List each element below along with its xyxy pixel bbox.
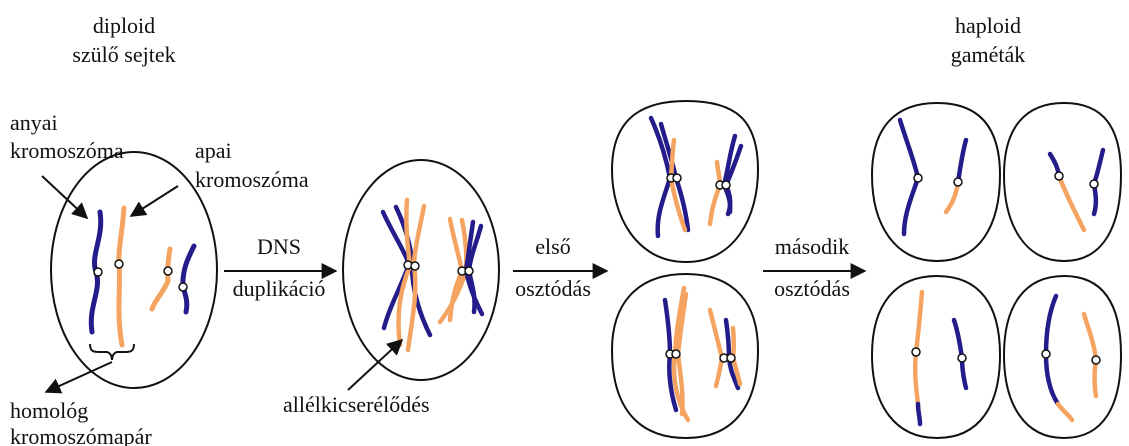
cell-membrane [343,160,499,380]
paternal-chromosome [1058,404,1072,420]
cell-membrane [51,152,217,388]
centromere [115,260,123,268]
apai-label-line2: kromoszóma [195,167,309,192]
centromere [727,354,735,362]
maternal-chromosome [918,404,920,424]
apai-pointer-arrow [131,186,178,216]
centromere [912,348,920,356]
centromere [179,283,187,291]
centromere [672,350,680,358]
maternal-chromosome-small [183,246,194,312]
gamete-top-left [872,103,1000,261]
centromere [914,174,922,182]
anyai-pointer-arrow [42,176,87,218]
first-division-cell-top [612,101,758,262]
centromere [1042,350,1050,358]
anyai-label-line1: anyai [10,110,58,135]
haploid-title-line2: gaméták [951,42,1026,67]
gamete-bottom-right [1004,276,1121,438]
paternal-chromosome-small [946,182,958,212]
centromere [94,268,102,276]
apai-label-line1: apai [195,138,232,163]
centromere [673,174,681,182]
diploid-title-line2: szülő sejtek [72,42,175,67]
centromere [164,267,172,275]
masodik-label-line2: osztódás [774,276,850,301]
paternal-chromosome [119,208,124,345]
centromere [954,178,962,186]
paternal-chromatid-small [710,162,720,224]
homolog-pointer-arrow [46,362,112,392]
centromere [1092,356,1100,364]
centromere [411,262,419,270]
dns-label-line1: DNS [257,234,301,259]
homolog-label-line2: kromoszómapár [10,424,152,446]
diploid-cell [51,152,217,388]
paternal-chromosome-small [152,249,170,309]
centromere [465,267,473,275]
paternal-chromosome [1059,176,1084,230]
gamete-top-right [1004,103,1121,261]
gamete-bottom-left [872,276,1000,438]
elso-label-line2: osztódás [515,276,591,301]
masodik-label-line1: második [775,234,850,259]
allel-label: allélkicserélődés [283,392,430,417]
allel-pointer-arrow [348,340,402,390]
homolog-brace [90,344,134,360]
dns-label-line2: duplikáció [233,276,326,301]
haploid-title-line1: haploid [955,13,1021,38]
centromere [1090,180,1098,188]
diploid-title-line1: diploid [93,13,155,38]
cell-membrane [612,101,758,262]
centromere [722,181,730,189]
duplicated-cell [343,160,499,380]
centromere [958,354,966,362]
paternal-chromosome-small [1084,314,1096,396]
first-division-cell-bottom [612,274,758,438]
maternal-chromosome-small [958,140,966,182]
homolog-label-line1: homológ [10,398,88,423]
elso-label-line1: első [535,234,570,259]
centromere [1055,172,1063,180]
cell-membrane [872,103,1000,261]
paternal-chromatid-small [710,310,722,386]
cell-membrane [1004,276,1121,438]
cell-membrane [872,276,1000,438]
